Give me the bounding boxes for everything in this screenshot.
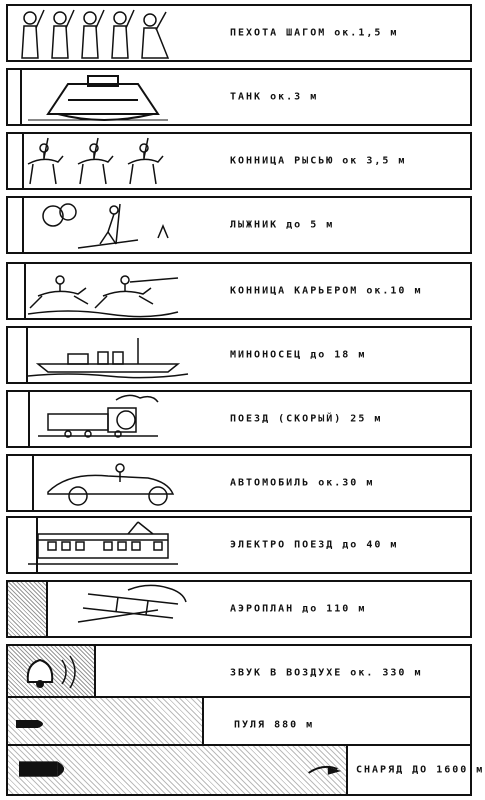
distance-bar [8,70,22,124]
row-sound-in-air: ЗВУК В ВОЗДУХЕ ок. 330 м [6,644,472,702]
distance-bar [8,698,204,752]
automobile-illustration [47,463,175,506]
row-automobile: АВТОМОБИЛЬ ок.30 м [6,454,472,512]
cavalry-gallop-illustration [27,275,179,318]
row-tank: ТАНК ок.3 м [6,68,472,126]
distance-bar [8,198,24,252]
distance-bar [8,134,24,188]
row-shell: СНАРЯД ДО 1600 м [6,744,482,796]
skier-illustration [42,203,169,249]
row-cavalry-gallop: КОННИЦА КАРЬЕРОМ ок.10 м [6,262,472,320]
row-torpedo-boat: МИНОНОСЕЦ до 18 м [6,326,472,384]
row-label: ПУЛЯ 880 м [234,719,315,731]
shell-trail-icon [308,765,342,775]
row-label: ЗВУК В ВОЗДУХЕ ок. 330 м [230,667,423,679]
row-electric-train: ЭЛЕКТРО ПОЕЗД до 40 м [6,516,472,574]
aeroplane-illustration [77,584,187,623]
distance-bar [8,328,28,382]
distance-bar [8,264,26,318]
row-label: ПОЕЗД (СКОРЫЙ) 25 м [230,413,383,425]
row-express-train: ПОЕЗД (СКОРЫЙ) 25 м [6,390,472,448]
row-label: АВТОМОБИЛЬ ок.30 м [230,477,375,489]
artillery-shell-icon [19,761,65,777]
row-label: КОННИЦА КАРЬЕРОМ ок.10 м [230,285,423,297]
torpedo-boat-illustration [27,338,189,379]
distance-bar [8,392,30,446]
distance-bar [8,518,38,572]
row-label: КОННИЦА РЫСЬЮ ок 3,5 м [230,155,407,167]
row-cavalry-trot: КОННИЦА РЫСЬЮ ок 3,5 м [6,132,472,190]
tank-illustration [28,75,168,121]
row-aeroplane: АЭРОПЛАН до 110 м [6,580,472,638]
bell-icon [26,655,76,689]
row-label: АЭРОПЛАН до 110 м [230,603,367,615]
row-label: ТАНК ок.3 м [230,91,319,103]
soldier-figure [21,9,45,59]
distance-bar [8,456,34,510]
row-infantry: ПЕХОТА ШАГОМ ок.1,5 м [6,4,472,62]
row-skier: ЛЫЖНИК до 5 м [6,196,472,254]
row-label: МИНОНОСЕЦ до 18 м [230,349,367,361]
cavalry-trot-illustration [27,137,164,185]
row-label: ЛЫЖНИК до 5 м [230,219,335,231]
row-label: СНАРЯД ДО 1600 м [356,764,485,776]
express-train-illustration [38,394,159,438]
row-label: ЭЛЕКТРО ПОЕЗД до 40 м [230,539,399,551]
bullet-icon [16,720,43,728]
distance-bar [8,746,348,794]
infantry-illustration [21,9,170,59]
distance-bar [8,582,48,636]
row-label: ПЕХОТА ШАГОМ ок.1,5 м [230,27,399,39]
electric-train-illustration [28,521,178,565]
